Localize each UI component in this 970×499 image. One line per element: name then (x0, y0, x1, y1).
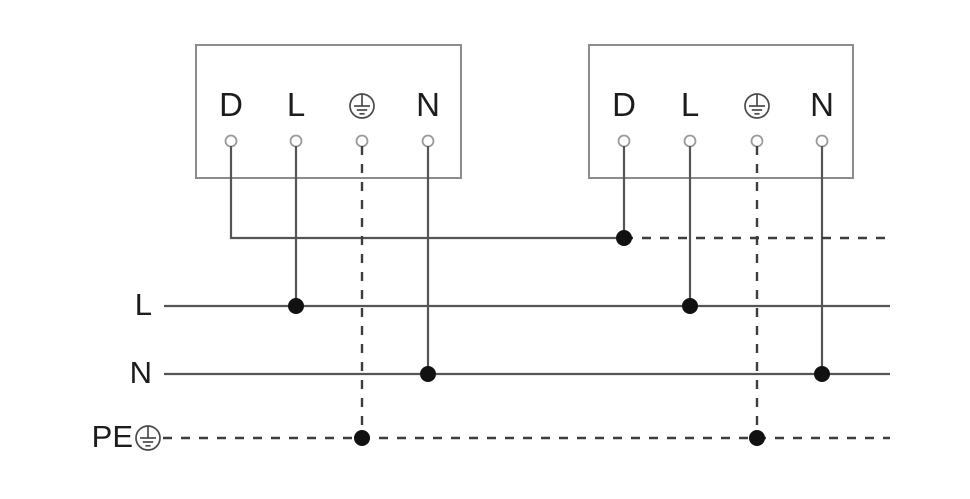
device-left-outline[interactable] (195, 44, 462, 179)
device-left-terminal-label-d: D (219, 86, 243, 123)
device-left-terminal-label-n: N (416, 86, 440, 123)
device-left[interactable]: D L N (195, 44, 462, 179)
device-right-terminal-n[interactable] (815, 134, 829, 148)
bus-labels: L N PE (92, 287, 161, 454)
junction-n-left (420, 366, 436, 382)
bus-label-n: N (130, 355, 152, 390)
drop-wires (229, 146, 824, 438)
device-right-terminal-pe[interactable] (750, 134, 764, 148)
junction-pe-left (354, 430, 370, 446)
bus-label-l: L (135, 287, 152, 322)
earth-icon (744, 93, 770, 119)
device-right-terminal-label-n: N (810, 86, 834, 123)
bus-label-pe: PE (92, 419, 133, 454)
device-right-terminal-label-d: D (612, 86, 636, 123)
device-right[interactable]: D L N (588, 44, 854, 179)
device-right-outline[interactable] (588, 44, 854, 179)
device-right-terminal-l[interactable] (683, 134, 697, 148)
junction-dots (288, 230, 830, 446)
device-right-terminal-d[interactable] (617, 134, 631, 148)
wire-left-d-drop[interactable] (229, 146, 624, 240)
junction-d-right (616, 230, 632, 246)
device-left-terminal-l[interactable] (289, 134, 303, 148)
earth-icon (349, 93, 375, 119)
device-right-terminal-label-l: L (681, 86, 699, 123)
junction-pe-right (749, 430, 765, 446)
device-left-terminal-pe[interactable] (355, 134, 369, 148)
junction-l-left (288, 298, 304, 314)
device-left-terminal-n[interactable] (421, 134, 435, 148)
device-left-terminal-d[interactable] (224, 134, 238, 148)
junction-l-right (682, 298, 698, 314)
earth-icon (135, 425, 161, 451)
bus-lines (163, 236, 890, 440)
device-left-terminal-label-l: L (287, 86, 305, 123)
junction-n-right (814, 366, 830, 382)
